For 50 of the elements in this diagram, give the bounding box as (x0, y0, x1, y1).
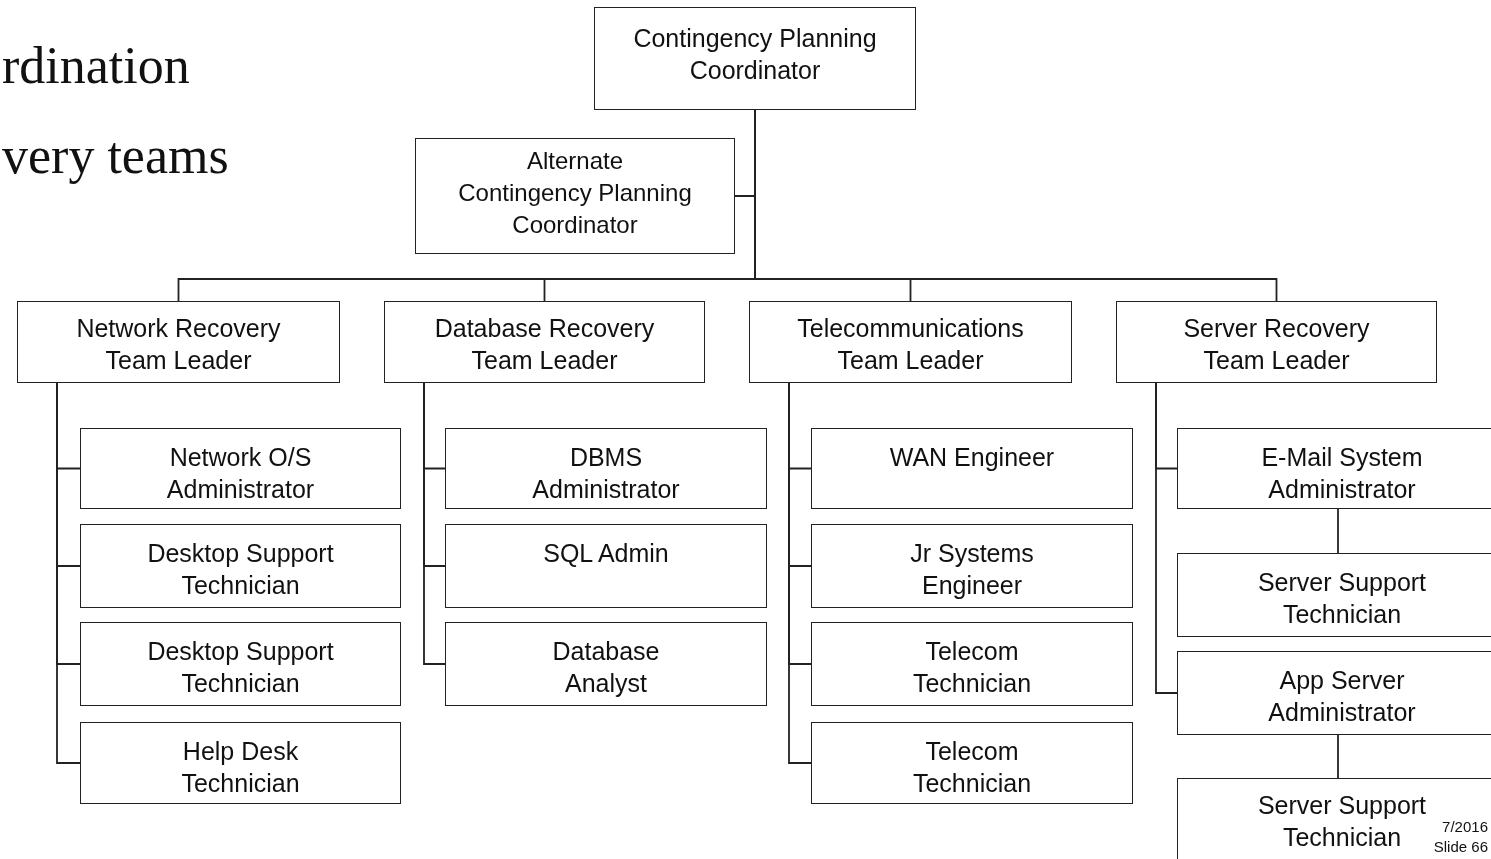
connector-line (423, 382, 446, 665)
role-title: Telecommunications Team Leader (796, 313, 1025, 376)
role-box (1177, 651, 1491, 735)
role-box (811, 428, 1133, 509)
role-box (811, 524, 1133, 608)
role-title: Network O/S Administrator (165, 442, 316, 505)
role-title: App Server Administrator (1267, 665, 1417, 728)
slide-text: very teams (2, 126, 229, 185)
role-box (811, 622, 1133, 706)
role-title: Database Recovery Team Leader (433, 313, 656, 376)
role-title: Server Support Technician (1256, 567, 1428, 630)
role-title: Contingency Planning Coordinator (632, 23, 878, 86)
role-box (811, 722, 1133, 804)
role-box (1177, 553, 1491, 637)
role-box (1177, 778, 1491, 859)
role-box (445, 622, 767, 706)
role-title: DBMS Administrator (531, 442, 681, 505)
connector-line (1155, 382, 1178, 694)
role-title: WAN Engineer (888, 442, 1056, 473)
role-title: Telecom Technician (911, 736, 1033, 799)
role-box (80, 428, 401, 509)
role-title: Database Analyst (551, 636, 661, 699)
slide-number: Slide 66 (1433, 838, 1488, 855)
role-box (80, 622, 401, 706)
role-title: E-Mail System Administrator (1260, 442, 1424, 505)
role-box (445, 428, 767, 509)
role-title: Alternate Contingency Planning Coordinator (458, 146, 692, 240)
role-title: Jr Systems Engineer (909, 538, 1035, 601)
connector-line (1337, 508, 1339, 554)
role-box (80, 524, 401, 608)
role-box (1116, 301, 1437, 383)
role-title: Server Support Technician (1256, 790, 1428, 853)
role-box (415, 138, 735, 254)
role-box (1177, 428, 1491, 509)
role-box (594, 7, 916, 110)
role-title: Server Recovery Team Leader (1182, 313, 1371, 376)
role-title: Network Recovery Team Leader (75, 313, 282, 376)
role-box (749, 301, 1072, 383)
role-title: Desktop Support Technician (146, 538, 335, 601)
role-box (80, 722, 401, 804)
role-box (445, 524, 767, 608)
role-box (384, 301, 705, 383)
connector-line (1337, 734, 1339, 779)
role-box (17, 301, 340, 383)
role-title: Telecom Technician (911, 636, 1033, 699)
role-title: SQL Admin (542, 538, 670, 569)
role-title: Help Desk Technician (180, 736, 301, 799)
slide-text: rdination (2, 36, 190, 95)
role-title: Desktop Support Technician (146, 636, 335, 699)
date-text: 7/2016 (1442, 818, 1488, 835)
